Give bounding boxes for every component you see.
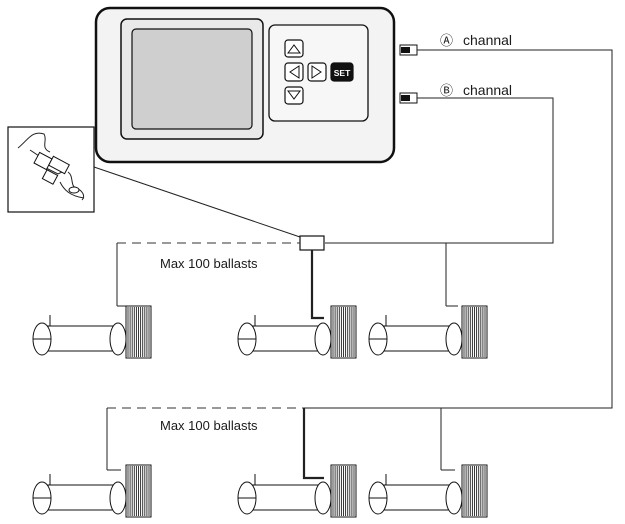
right-arrow-icon[interactable]	[307, 62, 327, 82]
connector-b	[399, 92, 418, 104]
channel-b-label: channal	[463, 82, 512, 98]
set-button[interactable]: SET	[330, 62, 354, 82]
ballast-fixture	[368, 464, 488, 518]
down-arrow-icon[interactable]	[284, 86, 304, 105]
lcd-screen	[131, 28, 253, 130]
channel-b-wire	[325, 97, 554, 244]
set-button-label: SET	[334, 68, 351, 78]
channel-a-label: channal	[463, 32, 512, 48]
junction-inset	[7, 126, 95, 213]
channel-a-wire	[304, 49, 613, 409]
ballast-fixture	[32, 464, 152, 518]
group-1-bus	[116, 242, 458, 320]
connector-a	[399, 44, 418, 56]
left-arrow-icon[interactable]	[284, 62, 304, 82]
ballast-fixture	[368, 305, 488, 359]
group-2-bus	[106, 407, 455, 480]
channel-b-symbol: Ⓑ	[440, 83, 453, 98]
controller-unit: SET	[94, 6, 396, 164]
up-arrow-icon[interactable]	[284, 39, 304, 58]
channel-a-symbol: Ⓐ	[440, 33, 453, 48]
group-2-label: Max 100 ballasts	[160, 418, 258, 433]
group-1-label: Max 100 ballasts	[160, 256, 258, 271]
ballast-fixture	[237, 305, 357, 359]
junction-box	[299, 235, 325, 251]
ballast-fixture	[32, 305, 152, 359]
ballast-fixture	[237, 464, 357, 518]
